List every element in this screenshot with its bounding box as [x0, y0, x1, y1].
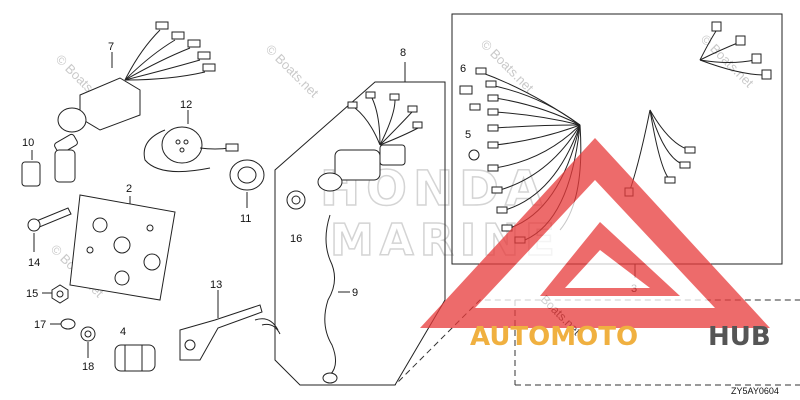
diagram-code: ZY5AY0604 — [731, 386, 779, 396]
main-switch-assembly — [54, 21, 216, 183]
callout-17: 17 — [34, 319, 46, 331]
small-hardware — [21, 85, 480, 372]
part-callouts: 7 8 12 6 5 10 2 11 16 14 13 9 15 3 17 4 … — [22, 41, 637, 373]
callout-16: 16 — [290, 233, 302, 245]
brand-part2: HUB — [708, 322, 771, 352]
panel-plate — [69, 194, 176, 301]
callout-6: 6 — [460, 63, 466, 75]
brand-logo: AUTOMOTO HUB — [470, 322, 771, 352]
callout-8: 8 — [400, 47, 406, 59]
brand-part1: AUTOMOTO — [470, 322, 638, 352]
callout-13: 13 — [210, 279, 222, 291]
callout-18: 18 — [82, 361, 94, 373]
wire-connector — [143, 110, 239, 173]
callout-9: 9 — [352, 287, 358, 299]
callout-12: 12 — [180, 99, 192, 111]
callout-2: 2 — [126, 183, 132, 195]
mounting-bracket — [179, 290, 281, 361]
callout-11: 11 — [240, 213, 251, 225]
callout-15: 15 — [26, 288, 38, 300]
watermark-site: © Boats.net — [263, 42, 322, 101]
callout-10: 10 — [22, 137, 34, 149]
red-triangle-watermark — [420, 138, 770, 328]
clamp-ring — [229, 159, 265, 208]
switch-subassembly-box — [274, 62, 446, 386]
callout-14: 14 — [28, 257, 40, 269]
callout-5: 5 — [465, 129, 471, 141]
callout-4: 4 — [120, 326, 126, 338]
callout-7: 7 — [108, 41, 114, 53]
